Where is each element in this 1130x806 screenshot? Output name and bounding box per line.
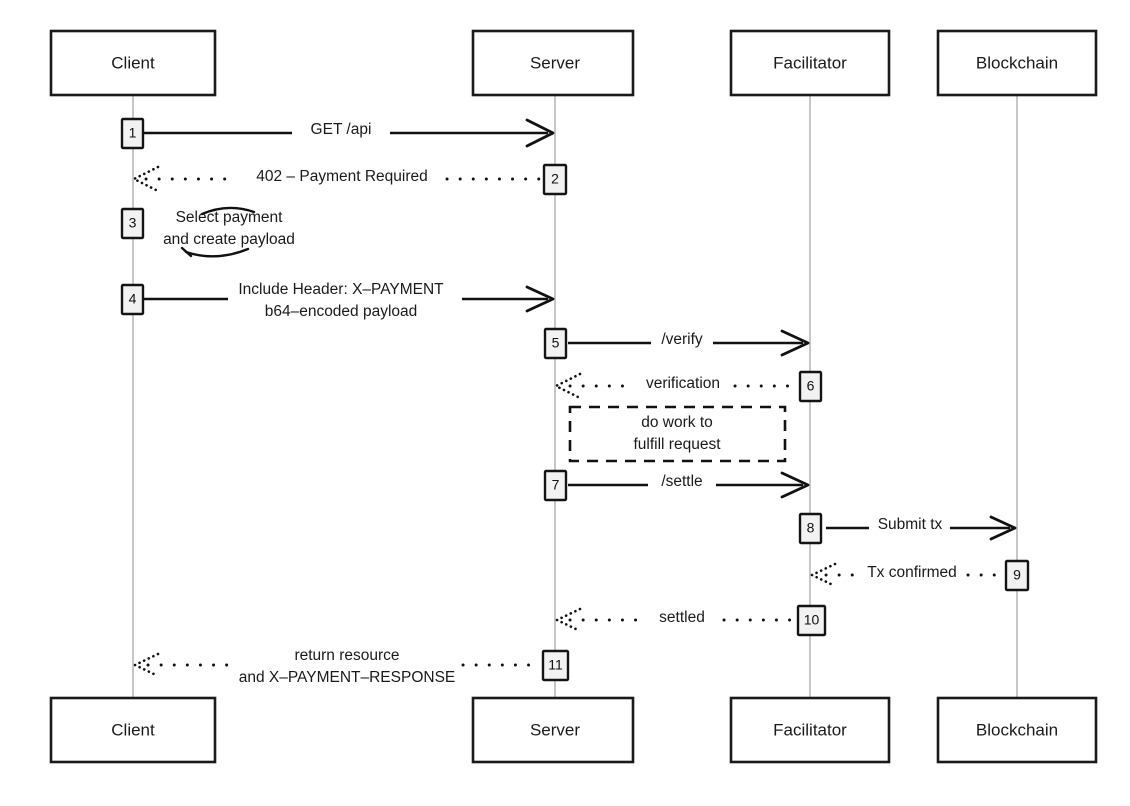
actor-box-client-top: Client <box>49 29 217 97</box>
message-8-label: Submit tx <box>878 516 943 533</box>
actor-box-server-bottom: Server <box>471 696 635 764</box>
message-5-badge <box>543 327 568 360</box>
message-7-badge-number: 7 <box>552 477 560 493</box>
message-9-label: Tx confirmed <box>867 564 957 581</box>
actor-label-blockchain-top: Blockchain <box>976 53 1058 72</box>
message-11-label-line2: and X–PAYMENT–RESPONSE <box>239 669 456 686</box>
actor-box-facilitator-bottom: Facilitator <box>729 696 891 764</box>
actor-box-rect <box>936 696 1098 764</box>
message-6: verification 6 <box>553 370 823 403</box>
message-6-arrowhead-icon <box>553 372 582 400</box>
actor-box-blockchain-bottom: Blockchain <box>936 696 1098 764</box>
actor-label-blockchain-bottom: Blockchain <box>976 720 1058 739</box>
lifelines <box>132 95 1018 698</box>
message-8-badge <box>798 512 823 545</box>
message-9-arrowhead-icon <box>808 562 837 588</box>
message-2-label: 402 – Payment Required <box>256 168 427 185</box>
message-6-label: verification <box>646 375 720 392</box>
message-4: Include Header: X–PAYMENT b64–encoded pa… <box>120 281 555 320</box>
actor-box-rect <box>729 696 891 764</box>
actor-box-rect <box>49 696 217 764</box>
message-5-badge-number: 5 <box>552 335 560 351</box>
message-9-badge-number: 9 <box>1013 567 1021 583</box>
message-10: settled 10 <box>553 604 827 637</box>
message-2: 402 – Payment Required 2 <box>131 163 568 196</box>
message-7-label: /settle <box>661 473 702 490</box>
message-1-badge <box>120 117 145 150</box>
message-1-label: GET /api <box>311 121 372 138</box>
actor-label-client-bottom: Client <box>111 720 155 739</box>
message-3: Select payment and create payload 3 <box>120 206 295 258</box>
actor-label-facilitator-bottom: Facilitator <box>773 720 847 739</box>
actor-box-rect <box>471 696 635 764</box>
message-5-arrowhead-icon <box>780 329 810 357</box>
actor-label-client-top: Client <box>111 53 155 72</box>
message-7: /settle 7 <box>543 469 810 502</box>
message-10-badge-number: 10 <box>804 612 820 628</box>
actor-box-server-top: Server <box>471 29 635 97</box>
message-10-arrowhead-icon <box>553 607 582 633</box>
message-9-badge <box>1004 559 1030 592</box>
message-5-label: /verify <box>661 331 703 348</box>
actor-box-rect <box>471 29 635 97</box>
message-3-label-line2: and create payload <box>163 231 295 248</box>
message-4-label-line2: b64–encoded payload <box>265 303 418 320</box>
message-6-badge-number: 6 <box>807 378 815 394</box>
actor-box-client-bottom: Client <box>49 696 217 764</box>
message-8-badge-number: 8 <box>807 520 815 536</box>
message-4-badge <box>120 283 145 316</box>
message-11-badge-number: 11 <box>548 657 563 673</box>
message-8-arrowhead-icon <box>989 515 1017 541</box>
message-1: GET /api 1 <box>120 117 555 150</box>
message-3-badge <box>120 207 145 240</box>
message-3-annotation-tick-icon <box>180 246 193 258</box>
message-6-badge <box>798 370 823 403</box>
message-11-arrowhead-icon <box>131 652 160 678</box>
actor-box-facilitator-top: Facilitator <box>729 29 891 97</box>
message-2-badge-number: 2 <box>551 171 559 187</box>
note-rect <box>568 405 787 463</box>
message-5: /verify 5 <box>543 327 810 360</box>
note-do-work: do work to fulfill request <box>568 405 787 463</box>
message-11-label-line1: return resource <box>294 647 399 664</box>
message-3-annotation-arc-2-icon <box>184 247 250 258</box>
actor-label-server-bottom: Server <box>530 720 580 739</box>
actor-box-rect <box>49 29 217 97</box>
message-10-badge <box>796 604 827 637</box>
message-3-badge-number: 3 <box>129 215 137 231</box>
message-3-label-line1: Select payment <box>176 209 284 226</box>
message-10-label: settled <box>659 609 705 626</box>
message-11-badge <box>541 649 570 682</box>
message-2-badge <box>542 163 568 196</box>
actor-box-blockchain-top: Blockchain <box>936 29 1098 97</box>
message-7-badge <box>543 469 568 502</box>
message-4-arrowhead-icon <box>525 285 555 313</box>
message-4-label-line1: Include Header: X–PAYMENT <box>238 281 444 298</box>
message-9: Tx confirmed 9 <box>808 559 1030 592</box>
note-label-line1: do work to <box>641 414 713 431</box>
message-1-badge-number: 1 <box>129 125 137 141</box>
message-1-arrowhead-icon <box>525 118 555 148</box>
actor-box-rect <box>729 29 891 97</box>
message-3-annotation-arc-icon <box>200 206 256 216</box>
actor-label-facilitator-top: Facilitator <box>773 53 847 72</box>
actor-label-server-top: Server <box>530 53 580 72</box>
message-7-arrowhead-icon <box>780 471 810 499</box>
message-11: return resource and X–PAYMENT–RESPONSE 1… <box>131 647 570 686</box>
message-4-badge-number: 4 <box>129 291 137 307</box>
note-label-line2: fulfill request <box>633 436 721 453</box>
message-8: Submit tx 8 <box>798 512 1017 545</box>
actor-box-rect <box>936 29 1098 97</box>
message-2-arrowhead-icon <box>131 165 160 193</box>
